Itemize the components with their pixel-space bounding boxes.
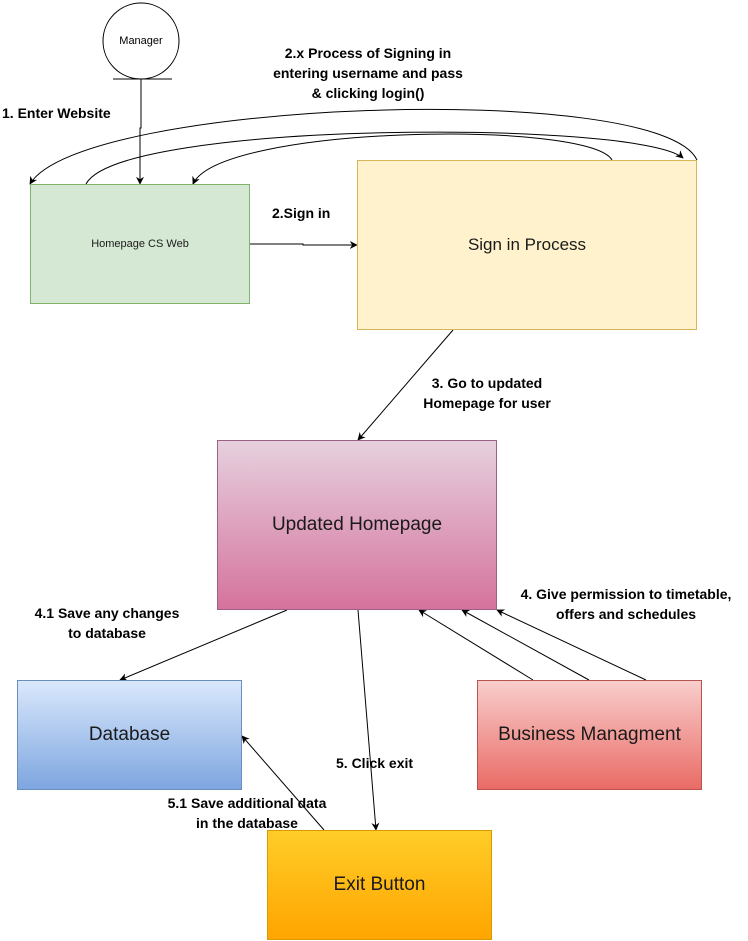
edge-signin-return [192, 133, 613, 185]
label-save-changes: 4.1 Save any changes to database [34, 605, 180, 641]
edge-save-changes [119, 609, 288, 681]
manager-label: Manager [119, 35, 163, 47]
edge-permission-1 [418, 609, 534, 681]
edge-click-exit [357, 609, 380, 831]
node-exit-label: Exit Button [333, 874, 426, 895]
edge-permission-2 [461, 609, 590, 681]
label-go-updated: 3. Go to updated Homepage for user [423, 375, 551, 411]
node-business-management: Business Managment [477, 680, 702, 790]
edge-go-updated [357, 329, 454, 441]
label-save-additional: 5.1 Save additional data in the database [167, 795, 327, 831]
label-sign-in: 2.Sign in [272, 205, 331, 221]
label-click-exit: 5. Click exit [336, 755, 414, 771]
label-process-signing: 2.x Process of Signing in entering usern… [273, 45, 463, 101]
manager-actor: Manager [102, 2, 180, 80]
edge-enter-website [29, 108, 698, 185]
node-exit-button: Exit Button [267, 830, 492, 940]
label-give-permission: 4. Give permission to timetable, offers … [520, 586, 732, 622]
label-enter-website: 1. Enter Website [2, 105, 111, 121]
node-business-label: Business Managment [498, 724, 681, 745]
node-database: Database [17, 680, 242, 790]
node-database-label: Database [88, 724, 171, 745]
edge-sign-in [250, 241, 358, 249]
node-signin-label: Sign in Process [467, 235, 587, 254]
node-signin-process: Sign in Process [357, 160, 697, 330]
edge-save-additional [241, 735, 325, 831]
edge-permission-3 [496, 609, 647, 681]
node-updated-homepage: Updated Homepage [217, 440, 497, 610]
node-updated-label: Updated Homepage [271, 514, 443, 535]
edge-manager-homepage [136, 79, 144, 185]
node-homepage: Homepage CS Web [30, 184, 250, 304]
edge-process-signing [85, 131, 684, 185]
node-homepage-label: Homepage CS Web [91, 238, 189, 250]
